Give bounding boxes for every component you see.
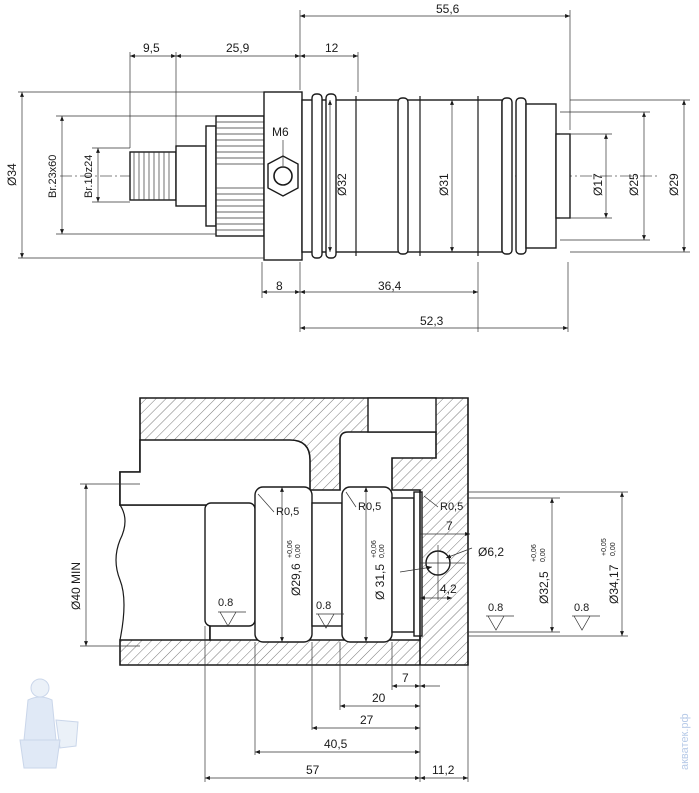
dia-29-6: Ø29,6 [289, 563, 303, 596]
svg-text:+0,05: +0,05 [601, 538, 608, 556]
svg-text:+0,06: +0,06 [287, 540, 294, 558]
dia-34-17: Ø34,17 [607, 564, 621, 604]
svg-text:+0,06: +0,06 [531, 544, 538, 562]
dim-25-9: 25,9 [226, 41, 250, 55]
dim-overall: 55,6 [436, 2, 460, 16]
cartridge-top-view: 55,6 9,5 25,9 12 Ø34 Br.23x60 Br.10z24 M… [5, 2, 690, 332]
dim-27: 27 [360, 713, 374, 727]
r-1: R0,5 [276, 506, 299, 518]
dia-31: Ø31 [437, 173, 451, 196]
dia-31-5: Ø 31,5 [373, 564, 387, 600]
dia-29: Ø29 [667, 173, 681, 196]
svg-text:+0,06: +0,06 [371, 540, 378, 558]
roughness-1: 0.8 [218, 597, 233, 609]
roughness-3: 0.8 [488, 602, 503, 614]
dim-40-5: 40,5 [324, 737, 348, 751]
dim-36-4: 36,4 [378, 279, 402, 293]
dim-7: 7 [402, 671, 409, 685]
spline-24-label: Br.10z24 [83, 155, 95, 198]
dia-17: Ø17 [591, 173, 605, 196]
hole-dia: Ø6,2 [478, 545, 504, 559]
dia-25: Ø25 [627, 173, 641, 196]
watermark-text: акватек.рф [679, 713, 691, 770]
roughness-2: 0.8 [316, 600, 331, 612]
dim-52-3: 52,3 [420, 314, 444, 328]
dia-34: Ø34 [5, 163, 19, 186]
dim-57: 57 [306, 763, 320, 777]
dim-11-2: 11,2 [432, 763, 455, 777]
dim-4-2: 4,2 [440, 582, 457, 596]
r-2: R0,5 [358, 501, 381, 513]
dim-9-5: 9,5 [143, 41, 160, 55]
dim-12: 12 [325, 41, 339, 55]
svg-text:0,00: 0,00 [295, 544, 302, 558]
dim-7-top: 7 [446, 519, 453, 533]
svg-text:0,00: 0,00 [540, 548, 547, 562]
roughness-4: 0.8 [574, 602, 589, 614]
dia-40-min: Ø40 MIN [69, 562, 83, 610]
dia-32: Ø32 [335, 173, 349, 196]
knurled-ring [215, 115, 265, 237]
plumber-mascot-icon [19, 678, 79, 769]
r-3: R0,5 [440, 501, 463, 513]
dim-8: 8 [276, 279, 283, 293]
spline-60-label: Br.23x60 [47, 155, 59, 198]
svg-text:0,00: 0,00 [379, 544, 386, 558]
dim-20: 20 [372, 691, 386, 705]
m6-label: M6 [272, 125, 289, 139]
svg-text:0,00: 0,00 [610, 542, 617, 556]
dia-32-5: Ø32,5 [537, 571, 551, 604]
housing-section-view: Ø6,2 7 4,2 R0,5 R0,5 R0,5 Ø40 MIN Ø29,6 … [69, 397, 628, 782]
